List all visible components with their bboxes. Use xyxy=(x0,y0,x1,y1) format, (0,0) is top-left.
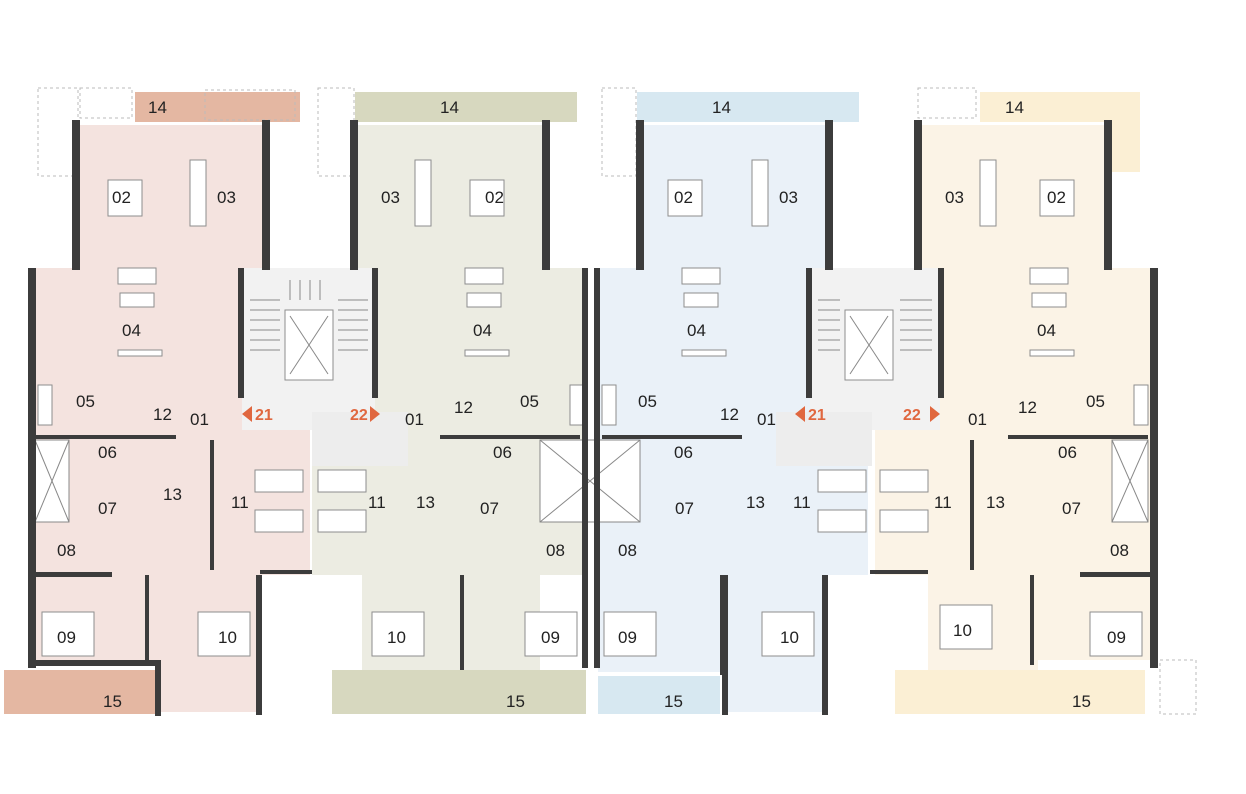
entrance-21-right-label: 21 xyxy=(808,407,826,424)
unit-3-room-03: 03 xyxy=(779,188,798,207)
unit-4-room-labels: 14 03 02 04 12 05 01 06 07 13 11 08 10 0… xyxy=(934,98,1129,711)
unit-1-balcony-15 xyxy=(4,670,156,714)
unit-4-room-04: 04 xyxy=(1037,321,1056,340)
apartment-unit-3 xyxy=(598,87,868,714)
unit-2-room-03: 03 xyxy=(381,188,400,207)
entrance-21-right[interactable]: 21 xyxy=(795,406,826,424)
unit-4-room-09: 09 xyxy=(1107,628,1126,647)
unit-1-room-06: 06 xyxy=(98,443,117,462)
stair-core-left xyxy=(242,268,408,466)
unit-1-room-14: 14 xyxy=(148,98,167,117)
unit-4-balcony-14b xyxy=(1112,92,1140,172)
apartment-unit-4 xyxy=(875,87,1197,715)
unit-3-room-14: 14 xyxy=(712,98,731,117)
unit-4-room-14: 14 xyxy=(1005,98,1024,117)
unit-1-room-02: 02 xyxy=(112,188,131,207)
unit-4-room-03: 03 xyxy=(945,188,964,207)
unit-2-room-09: 09 xyxy=(541,628,560,647)
unit-3-room-12: 12 xyxy=(720,405,739,424)
unit-4-room-01: 01 xyxy=(968,410,987,429)
entrance-22-right[interactable]: 22 xyxy=(903,406,940,424)
entrance-21-right-arrow-icon xyxy=(795,406,805,422)
entrance-21-left[interactable]: 21 xyxy=(242,406,273,424)
unit-4-room-07: 07 xyxy=(1062,499,1081,518)
unit-3-room-09: 09 xyxy=(618,628,637,647)
entrance-22-right-arrow-icon xyxy=(930,406,940,422)
stairs-left xyxy=(250,280,368,351)
unit-2-room-04: 04 xyxy=(473,321,492,340)
unit-4-room-02: 02 xyxy=(1047,188,1066,207)
unit-3-room-02: 02 xyxy=(674,188,693,207)
unit-2-room-10: 10 xyxy=(387,628,406,647)
unit-4-room-08: 08 xyxy=(1110,541,1129,560)
unit-1-room-05: 05 xyxy=(76,392,95,411)
entrance-22-left-label: 22 xyxy=(350,407,368,424)
stairs-right xyxy=(818,299,932,351)
unit-2-room-labels: 14 03 02 04 12 05 01 06 07 13 11 08 10 0… xyxy=(368,98,565,711)
unit-1-room-10: 10 xyxy=(218,628,237,647)
unit-4-room-15: 15 xyxy=(1072,692,1091,711)
entrance-21-left-label: 21 xyxy=(255,407,273,424)
unit-3-room-10: 10 xyxy=(780,628,799,647)
unit-1-room-13: 13 xyxy=(163,485,182,504)
furniture xyxy=(37,159,1149,657)
unit-3-room-06: 06 xyxy=(674,443,693,462)
unit-3-room-04: 04 xyxy=(687,321,706,340)
unit-1-room-04: 04 xyxy=(122,321,141,340)
entrance-22-right-label: 22 xyxy=(903,407,921,424)
stair-core-right xyxy=(776,268,940,466)
unit-1-balcony-14 xyxy=(135,92,300,122)
unit-3-room-labels: 14 02 03 04 05 12 01 06 07 13 11 08 09 1… xyxy=(618,98,811,711)
unit-4-room-13: 13 xyxy=(986,493,1005,512)
unit-4-room-11: 11 xyxy=(934,493,952,512)
unit-2-room-15: 15 xyxy=(506,692,525,711)
unit-2-balcony-15 xyxy=(332,670,586,714)
unit-3-room-07: 07 xyxy=(675,499,694,518)
unit-2-room-14: 14 xyxy=(440,98,459,117)
entrance-21-left-arrow-icon xyxy=(242,406,252,422)
unit-3-room-11: 11 xyxy=(793,493,811,512)
unit-1-room-12: 12 xyxy=(153,405,172,424)
unit-3-room-01: 01 xyxy=(757,410,776,429)
unit-4-room-10: 10 xyxy=(953,621,972,640)
entrance-22-left-arrow-icon xyxy=(370,406,380,422)
unit-1-room-01: 01 xyxy=(190,410,209,429)
unit-1-room-15: 15 xyxy=(103,692,122,711)
unit-2-room-13: 13 xyxy=(416,493,435,512)
unit-4-floor xyxy=(875,125,1152,672)
entrance-22-left[interactable]: 22 xyxy=(350,406,380,424)
unit-4-room-05: 05 xyxy=(1086,392,1105,411)
unit-2-floor xyxy=(312,125,585,672)
unit-3-room-05: 05 xyxy=(638,392,657,411)
unit-2-room-08: 08 xyxy=(546,541,565,560)
unit-2-room-01: 01 xyxy=(405,410,424,429)
unit-3-balcony-14 xyxy=(637,92,859,122)
unit-1-room-11: 11 xyxy=(231,493,249,512)
unit-4-room-12: 12 xyxy=(1018,398,1037,417)
unit-3-balcony-15 xyxy=(598,676,720,714)
unit-2-room-07: 07 xyxy=(480,499,499,518)
unit-1-room-07: 07 xyxy=(98,499,117,518)
unit-3-floor xyxy=(598,125,868,712)
unit-2-room-11: 11 xyxy=(368,493,386,512)
unit-2-room-06: 06 xyxy=(493,443,512,462)
unit-3-room-08: 08 xyxy=(618,541,637,560)
unit-1-room-labels: 14 02 03 04 05 12 01 06 07 13 11 08 09 1… xyxy=(57,98,249,711)
apartment-unit-2 xyxy=(312,87,586,714)
unit-4-balcony-15 xyxy=(895,670,1145,714)
unit-2-balcony-14 xyxy=(355,92,577,122)
unit-2-room-05: 05 xyxy=(520,392,539,411)
unit-3-room-15: 15 xyxy=(664,692,683,711)
walls xyxy=(28,120,1158,716)
unit-2-room-02: 02 xyxy=(485,188,504,207)
unit-1-room-09: 09 xyxy=(57,628,76,647)
unit-1-room-03: 03 xyxy=(217,188,236,207)
unit-2-room-12: 12 xyxy=(454,398,473,417)
unit-3-room-13: 13 xyxy=(746,493,765,512)
unit-1-room-08: 08 xyxy=(57,541,76,560)
unit-4-room-06: 06 xyxy=(1058,443,1077,462)
